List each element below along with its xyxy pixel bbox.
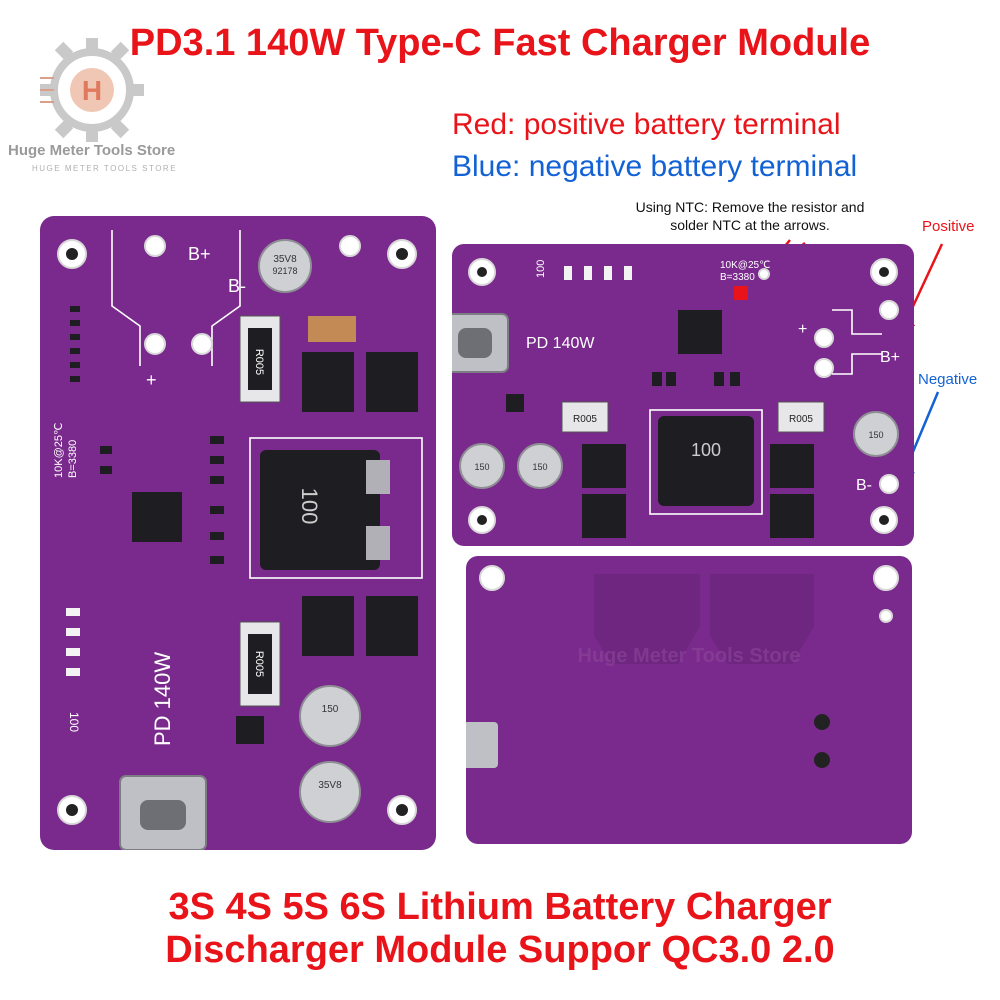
ntc-note-line2: solder NTC at the arrows. <box>670 217 830 233</box>
left-r005-bottom: R005 <box>253 651 265 677</box>
board-right-back: Huge Meter Tools Store <box>466 556 912 844</box>
store-subtitle: HUGE METER TOOLS STORE <box>32 164 178 173</box>
left-plus-label: + <box>146 370 157 390</box>
left-ntc-line2: B=3380 <box>67 440 79 478</box>
board-right-top: PD 140W 100 10K@25℃ B=3380 + B+ B- R005 … <box>452 244 914 546</box>
left-ntc-line1: 10K@25℃ <box>53 423 65 478</box>
left-model-label: PD 140W <box>150 652 175 746</box>
right-inductor-label: 100 <box>691 440 721 460</box>
left-cap-top-a: 35V8 <box>273 254 297 265</box>
right-r005-left: R005 <box>573 414 597 425</box>
right-led-label: 100 <box>535 260 547 278</box>
store-name: Huge Meter Tools Store <box>8 142 176 159</box>
ntc-note: Using NTC: Remove the resistor and solde… <box>600 198 900 234</box>
right-ntc-line2: B=3380 <box>720 272 755 283</box>
right-cap1: 150 <box>474 462 489 472</box>
back-watermark: Huge Meter Tools Store <box>578 645 801 667</box>
right-bplus-label: B+ <box>880 349 900 366</box>
left-cap-low-a: 35V8 <box>318 780 342 791</box>
logo-letter: H <box>82 75 102 106</box>
left-bminus-label: B- <box>228 276 246 296</box>
legend-positive: Red: positive battery terminal <box>452 108 841 141</box>
left-inductor-label: 100 <box>297 488 322 525</box>
footer-line1: 3S 4S 5S 6S Lithium Battery Charger <box>168 886 832 928</box>
left-cap-top-c: 92178 <box>272 266 297 276</box>
right-model-label: PD 140W <box>526 335 595 352</box>
legend-negative: Blue: negative battery terminal <box>452 150 858 183</box>
negative-callout: Negative <box>918 371 978 388</box>
footer-line2: Discharger Module Suppor QC3.0 2.0 <box>165 929 835 971</box>
ntc-note-line1: Using NTC: Remove the resistor and <box>635 199 865 215</box>
right-plus-label: + <box>798 321 807 338</box>
right-cap3: 150 <box>868 430 883 440</box>
right-ntc-line1: 10K@25℃ <box>720 260 770 271</box>
right-bminus-label: B- <box>856 477 872 494</box>
right-r005-right: R005 <box>789 414 813 425</box>
left-r005-top: R005 <box>253 349 265 375</box>
left-bplus-label: B+ <box>188 244 211 264</box>
board-left: + B+ B- 35V8 92178 R005 100 10K@25℃ B=33… <box>40 216 436 850</box>
left-led-label: 100 <box>67 712 81 732</box>
right-cap2: 150 <box>532 462 547 472</box>
left-cap-mid-b: 150 <box>322 704 339 715</box>
gear-h-logo-icon: H <box>40 38 144 142</box>
page-title: PD3.1 140W Type-C Fast Charger Module <box>129 22 871 64</box>
positive-callout: Positive <box>922 218 975 235</box>
